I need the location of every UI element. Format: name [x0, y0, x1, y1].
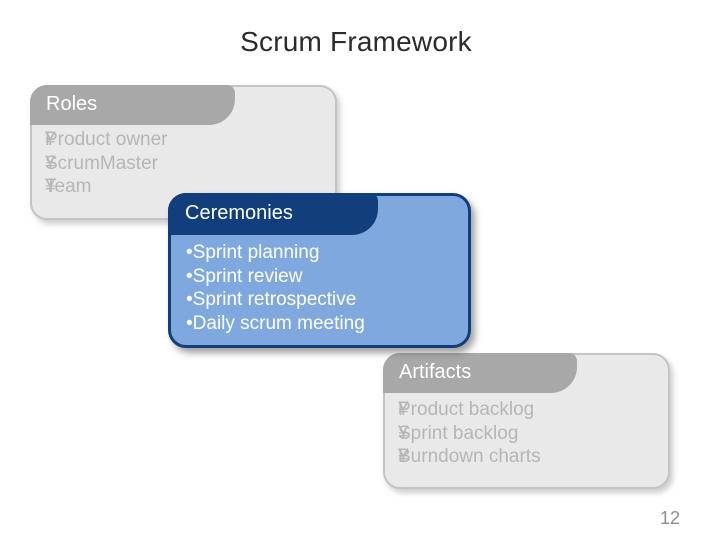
- yen-bullet-icon: ¥: [398, 446, 409, 467]
- list-item: ¥Product backlog: [398, 398, 541, 422]
- list-item: ¥Burndown charts: [398, 445, 541, 469]
- page-number: 12: [660, 508, 681, 528]
- yen-bullet-icon: ¥: [398, 422, 409, 444]
- list-item-text: Sprint backlog: [398, 422, 519, 444]
- list-item: •Sprint review: [186, 265, 365, 289]
- yen-bullet-icon: ¥: [45, 129, 56, 150]
- list-item: •Daily scrum meeting: [186, 312, 365, 336]
- dot-bullet-icon: •: [186, 312, 193, 334]
- yen-bullet-icon: ¥: [45, 152, 56, 174]
- list-item: ¥Team: [45, 175, 168, 199]
- yen-bullet-icon: ¥: [398, 399, 409, 420]
- card-artifacts: Artifacts ¥Product backlog ¥Sprint backl…: [383, 353, 670, 489]
- yen-bullet-icon: ¥: [45, 176, 56, 197]
- list-item: •Sprint planning: [186, 241, 365, 265]
- list-item-text: Sprint review: [192, 265, 303, 287]
- list-item-text: ScrumMaster: [45, 152, 158, 174]
- card-roles-header-label: Roles: [46, 93, 98, 115]
- card-ceremonies-header-label: Ceremonies: [185, 202, 293, 224]
- card-ceremonies: Ceremonies •Sprint planning •Sprint revi…: [168, 193, 471, 348]
- card-artifacts-item-list: ¥Product backlog ¥Sprint backlog ¥Burndo…: [398, 398, 541, 469]
- slide-title: Scrum Framework: [240, 26, 472, 57]
- list-item-text: Product owner: [45, 129, 168, 150]
- list-item-text: Daily scrum meeting: [192, 312, 365, 334]
- dot-bullet-icon: •: [186, 289, 193, 310]
- card-roles-item-list: ¥Product owner ¥ScrumMaster ¥Team: [45, 128, 168, 199]
- card-ceremonies-header: Ceremonies: [168, 193, 378, 235]
- list-item-text: Product backlog: [398, 399, 535, 420]
- list-item-text: Sprint retrospective: [192, 289, 357, 310]
- list-item: ¥Sprint backlog: [398, 422, 541, 446]
- card-roles: Roles ¥Product owner ¥ScrumMaster ¥Team: [30, 85, 337, 220]
- dot-bullet-icon: •: [186, 242, 193, 263]
- list-item-text: Sprint planning: [192, 242, 320, 263]
- list-item-text: Team: [45, 176, 92, 197]
- card-roles-header: Roles: [30, 85, 235, 125]
- list-item: ¥ScrumMaster: [45, 152, 168, 176]
- dot-bullet-icon: •: [186, 265, 193, 287]
- card-ceremonies-item-list: •Sprint planning •Sprint review •Sprint …: [186, 241, 365, 335]
- card-artifacts-header: Artifacts: [383, 353, 577, 393]
- card-artifacts-header-label: Artifacts: [399, 361, 472, 383]
- list-item-text: Burndown charts: [398, 446, 541, 467]
- list-item: ¥Product owner: [45, 128, 168, 152]
- list-item: •Sprint retrospective: [186, 288, 365, 312]
